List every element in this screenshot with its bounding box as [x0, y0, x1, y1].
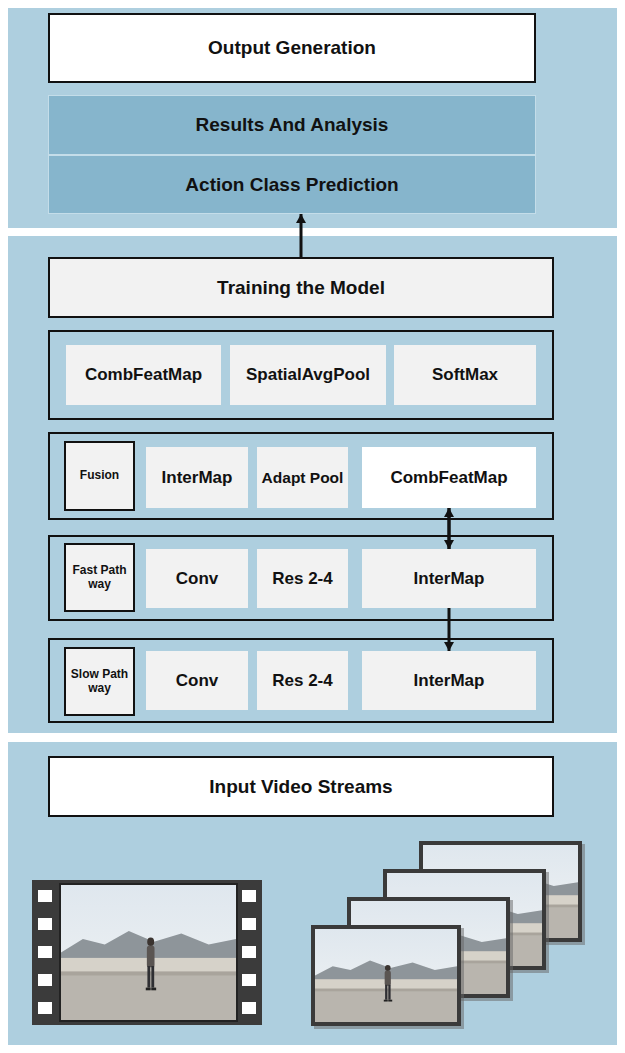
- film-strip: [32, 880, 262, 1025]
- pathway-label: Slow Path way: [64, 647, 135, 716]
- node-label: Res 2-4: [272, 671, 332, 691]
- frame-stack: [311, 841, 585, 1029]
- node-label: Res 2-4: [272, 569, 332, 589]
- node-label: SoftMax: [432, 365, 498, 385]
- node-label: Action Class Prediction: [185, 174, 398, 196]
- node-label: CombFeatMap: [390, 468, 507, 488]
- node-label: CombFeatMap: [85, 365, 202, 385]
- node-label: Fusion: [80, 469, 119, 483]
- process-box: Conv: [146, 651, 248, 710]
- arrow-head: [444, 642, 454, 651]
- arrow-head: [296, 214, 306, 223]
- pathway-label: Fusion: [64, 441, 135, 511]
- process-box: InterMap: [362, 549, 536, 608]
- node-label: Input Video Streams: [209, 776, 392, 798]
- process-box: Adapt Pool: [257, 447, 348, 508]
- node-label: InterMap: [414, 671, 485, 691]
- header-box: Output Generation: [48, 13, 536, 83]
- process-box: SpatialAvgPool: [230, 345, 386, 405]
- node-label: Conv: [176, 671, 219, 691]
- node-label: Fast Path way: [69, 564, 130, 592]
- pathway-label: Fast Path way: [64, 543, 135, 612]
- node-label: Conv: [176, 569, 219, 589]
- node-label: SpatialAvgPool: [246, 365, 370, 385]
- header-box: Training the Model: [48, 257, 554, 318]
- process-box: Res 2-4: [257, 549, 348, 608]
- process-box: SoftMax: [394, 345, 536, 405]
- node-label: InterMap: [162, 468, 233, 488]
- arrow-head: [444, 540, 454, 549]
- node-label: Training the Model: [217, 277, 385, 299]
- process-box: Res 2-4: [257, 651, 348, 710]
- node-label: InterMap: [414, 569, 485, 589]
- stage-box: Results And Analysis: [48, 95, 536, 155]
- process-box: InterMap: [146, 447, 248, 508]
- node-label: Adapt Pool: [262, 469, 344, 487]
- node-label: Output Generation: [208, 37, 376, 59]
- node-label: Slow Path way: [69, 668, 130, 696]
- process-box: Conv: [146, 549, 248, 608]
- process-box: InterMap: [362, 651, 536, 710]
- connector-arrow: [444, 508, 454, 549]
- title-box: Input Video Streams: [48, 756, 554, 817]
- process-box: CombFeatMap: [66, 345, 221, 405]
- connector-arrow: [296, 214, 306, 257]
- stage-box: Action Class Prediction: [48, 155, 536, 214]
- process-box: CombFeatMap: [362, 447, 536, 508]
- node-label: Results And Analysis: [196, 114, 389, 136]
